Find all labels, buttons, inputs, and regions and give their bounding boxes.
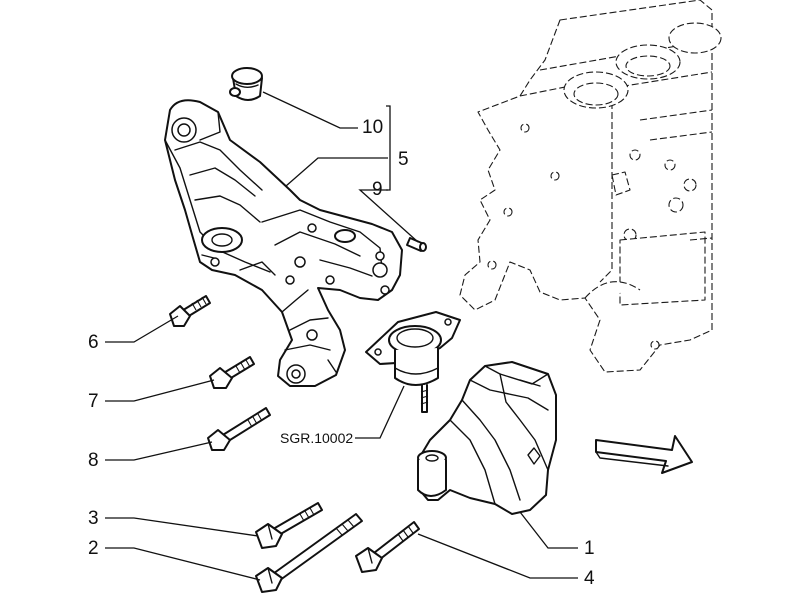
flexible-mount	[365, 311, 461, 413]
engine-block	[459, 0, 722, 373]
callout-5: 5	[398, 149, 409, 170]
callout-2: 2	[88, 538, 99, 559]
callout-sgr-reference: SGR.10002	[280, 430, 353, 446]
bolt-4	[355, 521, 420, 573]
callout-8: 8	[88, 450, 99, 471]
bolt-6	[169, 295, 211, 327]
engine-support-bracket	[164, 99, 403, 387]
callout-1: 1	[584, 538, 595, 559]
callout-9: 9	[372, 179, 383, 200]
callout-7: 7	[88, 391, 99, 412]
arrow-icon	[595, 435, 693, 474]
gearbox-support	[417, 361, 557, 515]
callout-4: 4	[584, 568, 595, 589]
bolt-2	[255, 513, 363, 593]
callout-6: 6	[88, 332, 99, 353]
pin	[406, 237, 427, 252]
bolt-3	[255, 502, 323, 549]
callout-10: 10	[362, 117, 383, 138]
leader-lines	[105, 91, 578, 581]
bolt-8	[207, 407, 271, 451]
bushing	[229, 67, 263, 101]
callout-3: 3	[88, 508, 99, 529]
bolt-7	[209, 356, 255, 389]
